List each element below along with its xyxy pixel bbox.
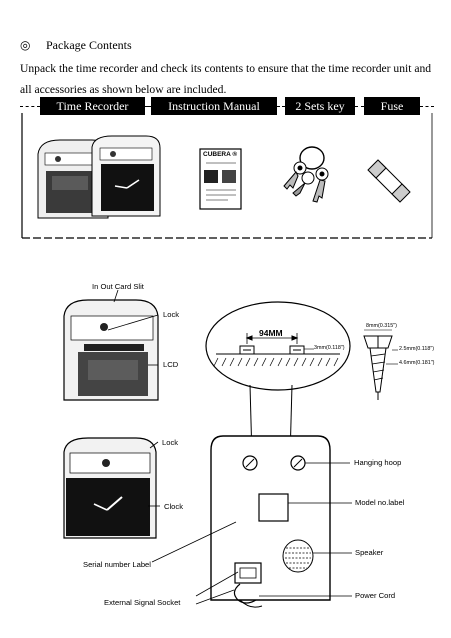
tab-rule-right	[420, 106, 434, 107]
tab-rule-3	[355, 106, 364, 107]
label-external-socket: External Signal Socket	[104, 598, 181, 607]
recorder-lcd-illustration	[63, 299, 159, 401]
label-hanging-hoop: Hanging hoop	[354, 458, 402, 467]
recorder-clock-illustration	[63, 437, 157, 539]
label-lock-top: Lock	[163, 310, 180, 319]
tab-time-recorder: Time Recorder	[40, 97, 145, 115]
dim-screw-length: 4.6mm(0.181")	[399, 360, 435, 366]
label-model: Model no.label	[355, 498, 405, 507]
label-speaker: Speaker	[355, 548, 384, 557]
manual-brand: CUBERA ®	[203, 151, 238, 158]
dim-screw-top: 8mm(0.315")	[366, 323, 397, 329]
tab-fuse: Fuse	[364, 97, 420, 115]
time-recorder-photo	[37, 135, 161, 219]
tab-rule-left	[20, 106, 40, 107]
intro-paragraph: Unpack the time recorder and check its c…	[20, 62, 432, 96]
label-card-slot: In Out Card Slit	[92, 282, 144, 291]
wall-mount-detail	[205, 301, 351, 391]
section-title: Package Contents	[46, 38, 132, 52]
screw-detail	[363, 329, 398, 400]
back-panel-illustration	[210, 435, 331, 608]
tab-instruction-manual: Instruction Manual	[151, 97, 277, 115]
section-bullet: ◎	[20, 38, 31, 52]
tab-rule-1	[145, 106, 151, 107]
label-serial: Serial number Label	[83, 560, 151, 569]
keys-photo	[283, 146, 329, 203]
label-power-cord: Power Cord	[355, 591, 396, 600]
label-lock-bottom: Lock	[162, 438, 179, 447]
label-clock: Clock	[164, 502, 183, 511]
tab-keys: 2 Sets key	[285, 97, 355, 115]
dim-screw-mid: 2.5mm(0.118")	[399, 346, 435, 352]
left-callouts	[107, 289, 160, 507]
fuse-photo	[367, 159, 411, 203]
label-lcd: LCD	[163, 360, 179, 369]
dim-spacing: 94MM	[259, 328, 283, 338]
dim-screw-head: 3mm(0.118")	[314, 345, 345, 351]
accessories-box	[21, 113, 433, 239]
right-callouts	[151, 462, 352, 605]
instruction-manual-photo	[199, 148, 242, 210]
tab-rule-2	[277, 106, 285, 107]
